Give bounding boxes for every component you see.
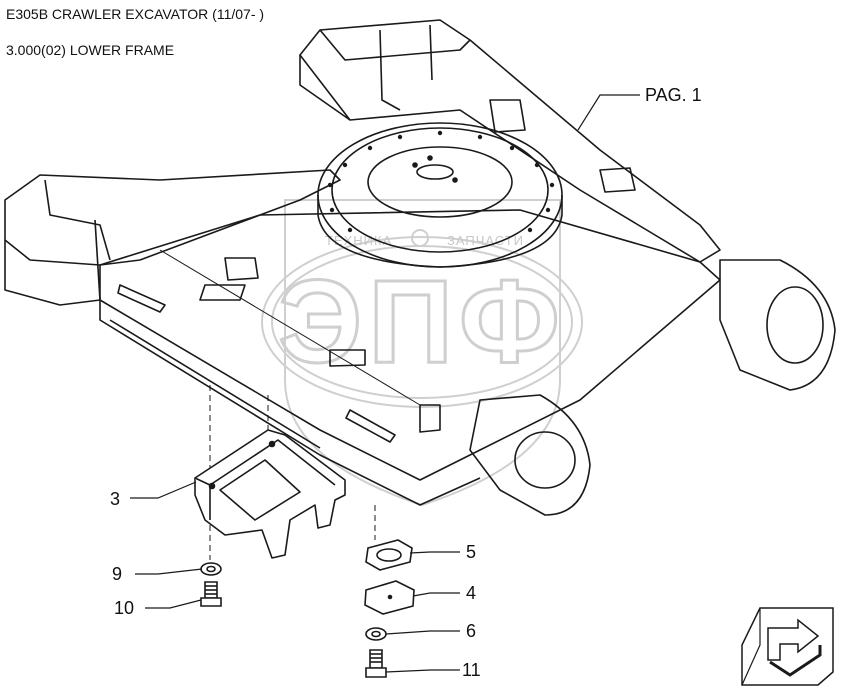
diagram-title: E305B CRAWLER EXCAVATOR (11/07- ) [6,6,265,22]
part-10-bolt [200,581,222,607]
next-page-arrow-icon[interactable] [741,607,834,686]
track-beam-front [4,169,341,266]
track-beam-rear [299,19,721,263]
callout-5: 5 [466,542,476,562]
bearing-bolt-holes [327,130,555,233]
callout-4: 4 [466,583,476,603]
idler-boss-rear [719,259,836,391]
watermark-shield [284,199,561,507]
lower-frame [4,19,836,516]
leader-lines [130,94,640,673]
callout-9: 9 [112,564,122,584]
part-11-bolt [365,649,387,678]
diagram-subtitle: 3.000(02) LOWER FRAME [6,42,175,58]
callout-11: 11 [462,660,481,680]
leader-4 [412,592,460,597]
leader-pag [577,94,640,131]
assembly-lines [209,385,376,560]
leader-10 [145,599,202,609]
watermark [261,199,583,507]
callout-10: 10 [114,598,134,618]
part-4-cover-plate [364,580,415,615]
part-3-bracket [194,429,346,559]
leader-5 [409,551,460,554]
leader-6 [385,630,460,635]
watermark-gear-icon [411,229,429,247]
watermark-logo: ЭПФ [278,256,565,388]
part-9-washer [200,562,222,576]
leader-9 [135,568,203,575]
center-body [99,209,721,481]
callout-3: 3 [110,489,120,509]
leader-11 [385,669,460,673]
callout-6: 6 [466,621,476,641]
callout-pag: PAG. 1 [645,85,702,105]
watermark-oval [261,236,583,408]
part-5-gasket [365,539,413,571]
leader-3 [130,481,197,499]
watermark-text-right: ЗАПЧАСТИ [447,233,524,248]
idler-boss-front [469,394,591,516]
part-6-washer [365,627,387,641]
watermark-text-left: ТЕХНИКА [325,233,392,248]
